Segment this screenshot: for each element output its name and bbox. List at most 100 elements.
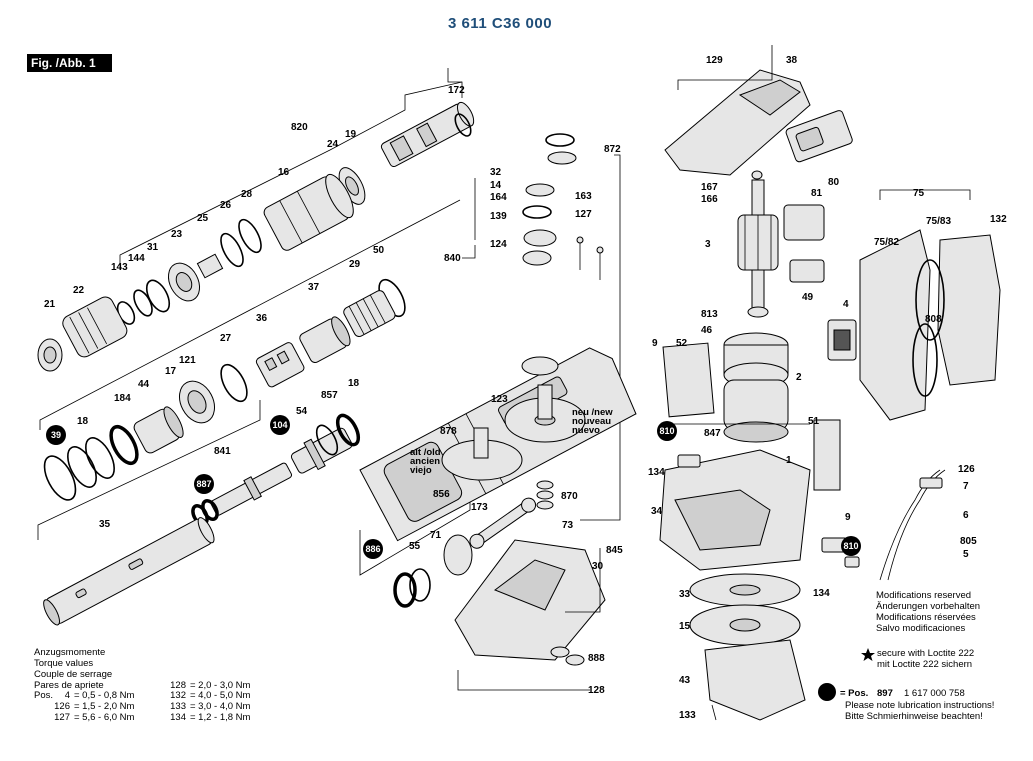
callout: 123 [491,394,508,405]
svg-text:viejo: viejo [410,465,432,476]
gear-old-label: alt /old ancien viejo [410,447,441,476]
svg-text:Torque values: Torque values [34,658,93,669]
svg-text:ancien: ancien [410,456,440,467]
motor-assembly [659,45,1001,721]
callout: 4 [843,299,849,310]
callout: 54 [296,406,308,417]
callout: 840 [444,253,461,264]
svg-text:secure with Loctite 222: secure with Loctite 222 [877,648,974,659]
badge-887: 887 [194,474,214,494]
svg-text:126: 126 [54,701,70,712]
callout: 14 [490,180,502,191]
callout-labels: 172 820 19 24 16 28 26 25 23 31 144 143 … [44,55,1007,721]
svg-text:Pares de apriete: Pares de apriete [34,680,104,691]
svg-text:= 3,0 - 4,0 Nm: = 3,0 - 4,0 Nm [190,701,251,712]
callout: 139 [490,211,507,222]
callout: 121 [179,355,196,366]
callout: 24 [327,139,339,150]
badge-810-right: 810 [841,536,861,556]
callout: 184 [114,393,131,404]
callout: 37 [308,282,320,293]
callout: 16 [278,167,290,178]
callout: 167 [701,182,718,193]
callout: 7 [963,481,969,492]
svg-text:= 1,5 - 2,0 Nm: = 1,5 - 2,0 Nm [74,701,135,712]
callout: 164 [490,192,507,203]
callout: 857 [321,390,338,401]
callout: 50 [373,245,385,256]
callout: 32 [490,167,502,178]
badge-886: 886 [363,539,383,559]
torque-values: Anzugsmomente Torque values Couple de se… [34,647,251,723]
svg-text:1 617 000 758: 1 617 000 758 [904,688,965,699]
callout: 19 [345,129,357,140]
svg-text:= Pos.: = Pos. [840,688,868,699]
callout: 33 [679,589,691,600]
svg-text:132: 132 [170,690,186,701]
callout: 75 [913,188,925,199]
svg-text:897: 897 [877,688,893,699]
callout: 845 [606,545,623,556]
callout: 1 [786,455,792,466]
svg-text:127: 127 [54,712,70,723]
callout: 878 [440,426,457,437]
svg-text:= 1,2 - 1,8 Nm: = 1,2 - 1,8 Nm [190,712,251,723]
svg-text:134: 134 [170,712,186,723]
callout: 81 [811,188,823,199]
callout: 132 [990,214,1007,225]
svg-text:887: 887 [196,479,211,489]
callout: 2 [796,372,802,383]
svg-text:= 2,0 - 3,0 Nm: = 2,0 - 3,0 Nm [190,680,251,691]
callout: 44 [138,379,150,390]
callout: 166 [701,194,718,205]
svg-text:Modifications réservées: Modifications réservées [876,612,976,623]
callout: 71 [430,530,442,541]
svg-text:nouveau: nouveau [572,416,611,427]
svg-text:810: 810 [843,541,858,551]
callout: 820 [291,122,308,133]
callout: 856 [433,489,450,500]
svg-text:mit Loctite 222 sichern: mit Loctite 222 sichern [877,659,972,670]
chuck-assembly [37,68,475,626]
callout: 813 [701,309,718,320]
callout: 872 [604,144,621,155]
drawing-number: 3 611 C36 000 [448,15,552,32]
badge-104: 104 [270,415,290,435]
lubrication-dot-icon [818,683,836,701]
callout: 51 [808,416,820,427]
svg-text:= 4,0 - 5,0 Nm: = 4,0 - 5,0 Nm [190,690,251,701]
callout: 5 [963,549,969,560]
callout: 22 [73,285,85,296]
callout: 30 [592,561,604,572]
badge-39: 39 [46,425,66,445]
callout: 129 [706,55,723,66]
loctite-note: secure with Loctite 222 mit Loctite 222 … [861,648,974,670]
svg-text:Bitte Schmierhinweise beachten: Bitte Schmierhinweise beachten! [845,711,983,722]
callout: 46 [701,325,713,336]
callout: 124 [490,239,507,250]
svg-text:nuevo: nuevo [572,425,600,436]
callout: 49 [802,292,814,303]
callout: 35 [99,519,111,530]
callout: 870 [561,491,578,502]
callout: 36 [256,313,268,324]
callout: 23 [171,229,183,240]
callout: 808 [925,314,942,325]
svg-text:810: 810 [659,426,674,436]
callout: 18 [348,378,360,389]
callout: 80 [828,177,840,188]
callout: 6 [963,510,969,521]
callout: 888 [588,653,605,664]
badge-810-top: 810 [657,421,677,441]
callout: 9 [845,512,851,523]
callout: 172 [448,85,465,96]
callout: 34 [651,506,663,517]
callout: 126 [958,464,975,475]
callout: 17 [165,366,177,377]
gear-housing-assembly: neu /new nouveau nuevo alt /old ancien v… [359,133,637,691]
callout: 144 [128,253,145,264]
callout: 31 [147,242,159,253]
svg-text:Modifications reserved: Modifications reserved [876,590,971,601]
callout: 15 [679,621,691,632]
